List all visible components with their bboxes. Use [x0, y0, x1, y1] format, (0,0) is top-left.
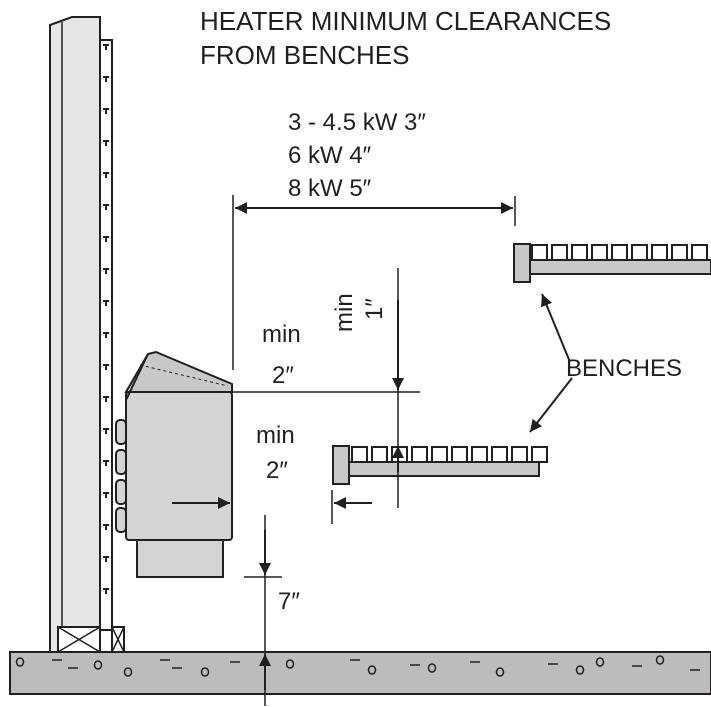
min-side-value: 2″ [272, 362, 294, 389]
leader-arrow [529, 377, 573, 433]
floor-texture [15, 655, 700, 677]
wall-fasteners [103, 44, 109, 594]
benches-label: BENCHES [566, 355, 682, 382]
wall [49, 16, 125, 653]
spec-line-2: 6 kW 4″ [288, 142, 372, 169]
min-bench-word: min [256, 422, 295, 449]
leader-arrow [541, 293, 571, 363]
min-top-word: min [331, 293, 358, 332]
upper-bench [513, 243, 711, 283]
heater [115, 350, 233, 578]
min-top-value: 1″ [361, 298, 388, 320]
title-line-1: HEATER MINIMUM CLEARANCES [200, 6, 611, 36]
title-line-2: FROM BENCHES [200, 40, 409, 70]
dimension-lines [172, 195, 573, 706]
spec-line-1: 3 - 4.5 kW 3″ [288, 109, 426, 136]
min-bench-value: 2″ [266, 457, 288, 484]
min-top-clearance-label: min 1″ [331, 293, 388, 332]
floor-gap-label: 7″ [278, 588, 300, 615]
min-side-word: min [262, 321, 301, 348]
floor [9, 651, 711, 695]
lower-bench [332, 445, 548, 485]
spec-line-3: 8 kW 5″ [288, 175, 372, 202]
